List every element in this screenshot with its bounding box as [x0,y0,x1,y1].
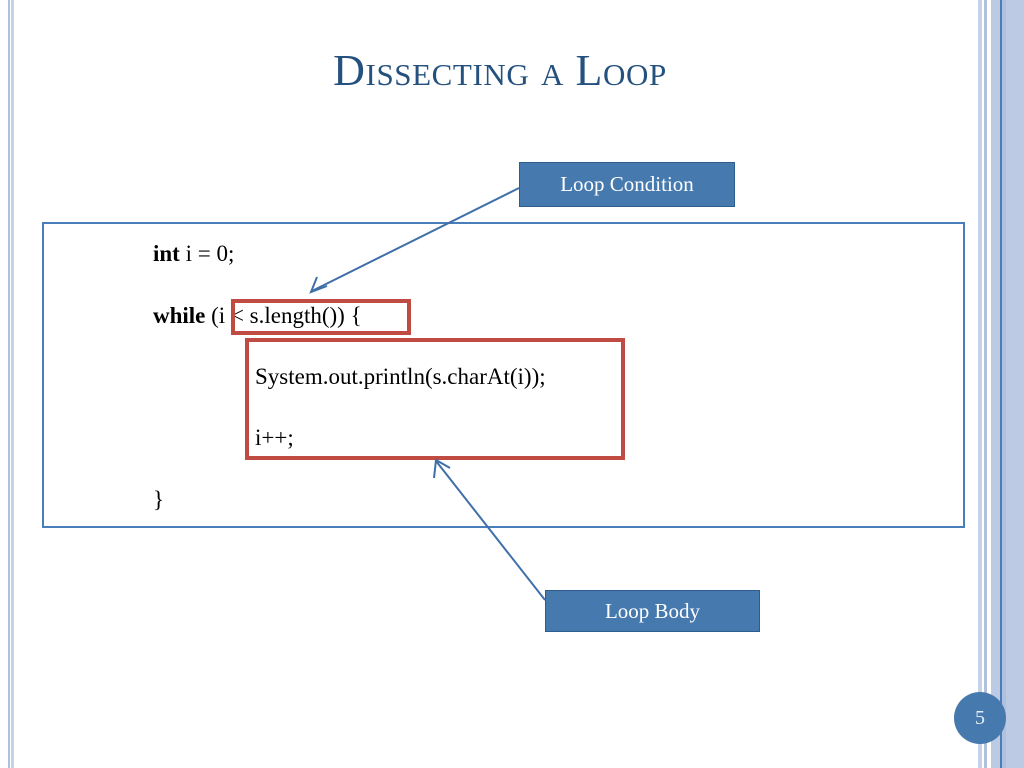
page-number-badge: 5 [954,692,1006,744]
code-line-closing-brace: } [153,487,165,512]
keyword-int: int [153,241,180,266]
right-edge-stripe-6 [1006,0,1024,768]
code-line-while: while (i < s.length()) { [153,303,362,329]
highlight-box-loop-body [245,338,625,460]
page-number-value: 5 [975,706,985,729]
code-line-println: System.out.println(s.charAt(i)); [255,364,546,389]
right-edge-stripe-3 [991,0,1000,768]
right-edge-stripe-4 [1000,0,1002,768]
left-edge-stripe-outer [11,0,14,768]
highlight-box-loop-condition [231,299,411,335]
callout-loop-body[interactable]: Loop Body [545,590,760,632]
callout-loop-condition-label: Loop Condition [560,172,694,196]
right-edge-stripe-2 [984,0,987,768]
code-while-rest: (i < s.length()) { [205,303,362,328]
right-edge-stripe-1 [978,0,982,768]
code-line-declaration: int i = 0; [153,241,234,267]
keyword-while: while [153,303,206,328]
code-line-increment: i++; [255,425,294,450]
page-title: Dissecting a Loop [333,46,667,95]
callout-loop-body-label: Loop Body [604,598,701,623]
code-declaration-rest: i = 0; [179,241,235,266]
left-edge-stripe [8,0,10,768]
callout-loop-condition[interactable]: Loop Condition [519,162,735,207]
right-edge-stripe-5 [1002,0,1006,768]
